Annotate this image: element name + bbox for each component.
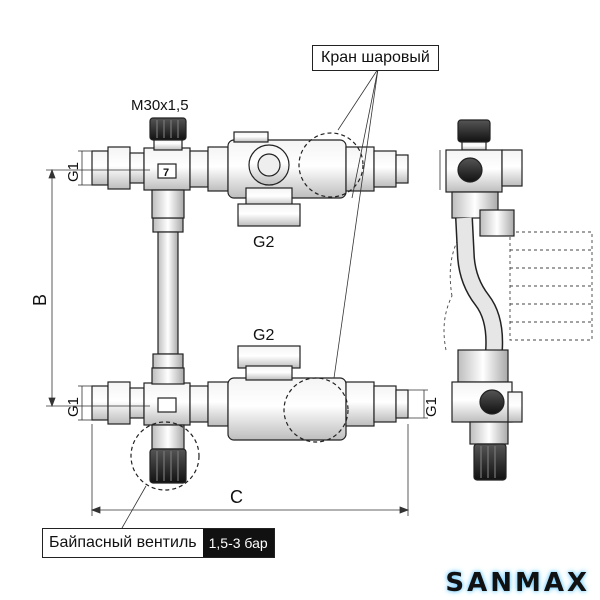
side-view [439,119,593,481]
ball-valve-callout: Кран шаровый [312,45,439,71]
g1-label-left-top: G1 [65,162,82,182]
dimension-lines [46,68,428,529]
vertical-pipe [152,217,184,369]
bypass-highlight [130,421,200,491]
g2-label-bottom: G2 [253,327,274,344]
g2-label-top: G2 [253,234,274,251]
svg-text:7: 7 [163,167,169,179]
dimension-c-label: C [230,487,243,507]
front-view: 7 [91,117,409,491]
bypass-valve-callout-text: Байпасный вентиль [49,534,197,551]
ball-valve-highlight-bottom [283,377,349,443]
labels: M30x1,5 G2 G2 C G1 G1 G1 B [30,97,440,507]
dimension-b-label: B [30,294,50,306]
bypass-valve-callout: Байпасный вентиль 1,5-3 бар [42,528,275,558]
g1-label-left-bottom: G1 [65,397,82,417]
g1-label-right-bottom: G1 [423,397,440,417]
top-manifold: 7 [91,117,409,227]
thread-label: M30x1,5 [131,97,189,114]
bypass-pressure-badge: 1,5-3 бар [202,529,274,557]
ball-valve-callout-text: Кран шаровый [321,49,430,66]
brand-logo: SANMAX [445,568,590,598]
bottom-manifold [91,345,409,484]
ball-valve-highlight-top [298,132,364,198]
